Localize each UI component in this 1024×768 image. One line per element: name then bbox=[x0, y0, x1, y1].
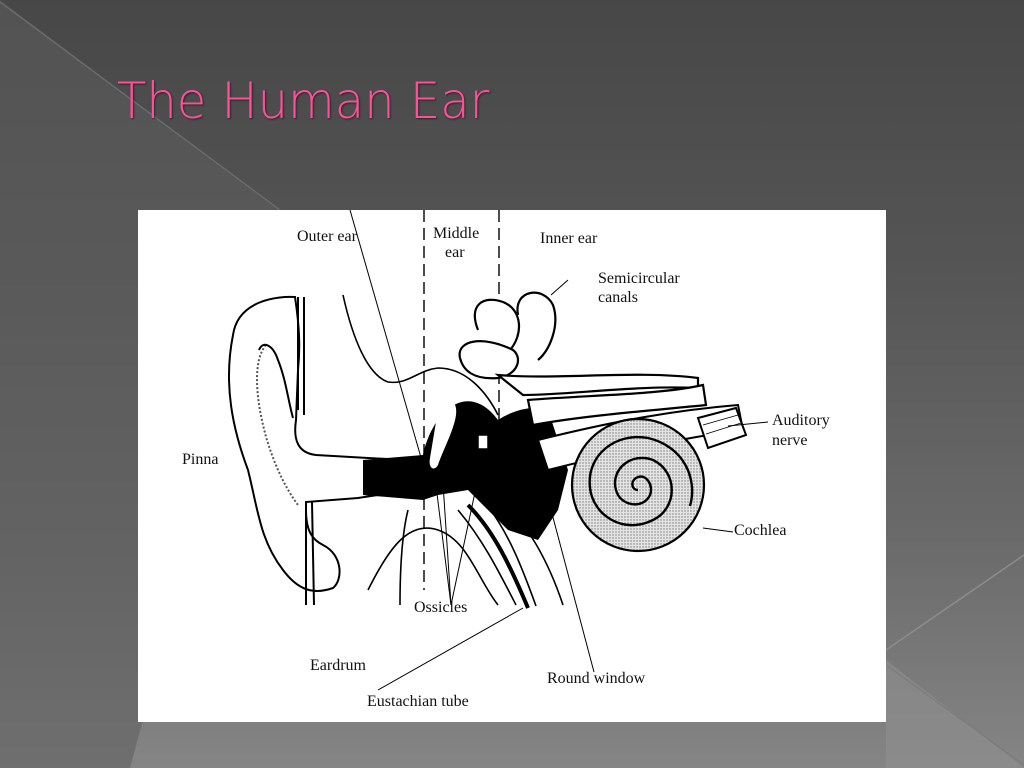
label-round-window: Round window bbox=[547, 670, 646, 687]
ear-illustration bbox=[228, 210, 769, 691]
slide-title: The Human Ear bbox=[117, 72, 490, 130]
label-semicircular-line1: Semicircular bbox=[598, 270, 680, 287]
cochlea-shape bbox=[570, 417, 706, 553]
label-semicircular-line2: canals bbox=[598, 289, 638, 306]
semicircular-canals-shape bbox=[458, 291, 708, 427]
label-auditory-line1: Auditory bbox=[772, 412, 830, 429]
auditory-nerve-shape bbox=[696, 406, 748, 450]
label-eustachian-tube: Eustachian tube bbox=[367, 693, 469, 710]
label-inner-ear: Inner ear bbox=[540, 230, 598, 247]
label-cochlea: Cochlea bbox=[734, 522, 787, 539]
label-middle-ear-line2: ear bbox=[445, 244, 465, 261]
label-outer-ear: Outer ear bbox=[297, 228, 357, 245]
label-pinna: Pinna bbox=[182, 451, 219, 468]
label-middle-ear-line1: Middle bbox=[433, 225, 480, 242]
label-ossicles: Ossicles bbox=[414, 599, 468, 616]
label-auditory-line2: nerve bbox=[772, 432, 808, 449]
ear-diagram-panel: Outer ear Middle ear Inner ear Semicircu… bbox=[138, 210, 886, 722]
pinna-shape bbox=[228, 295, 425, 606]
label-eardrum: Eardrum bbox=[310, 657, 366, 674]
